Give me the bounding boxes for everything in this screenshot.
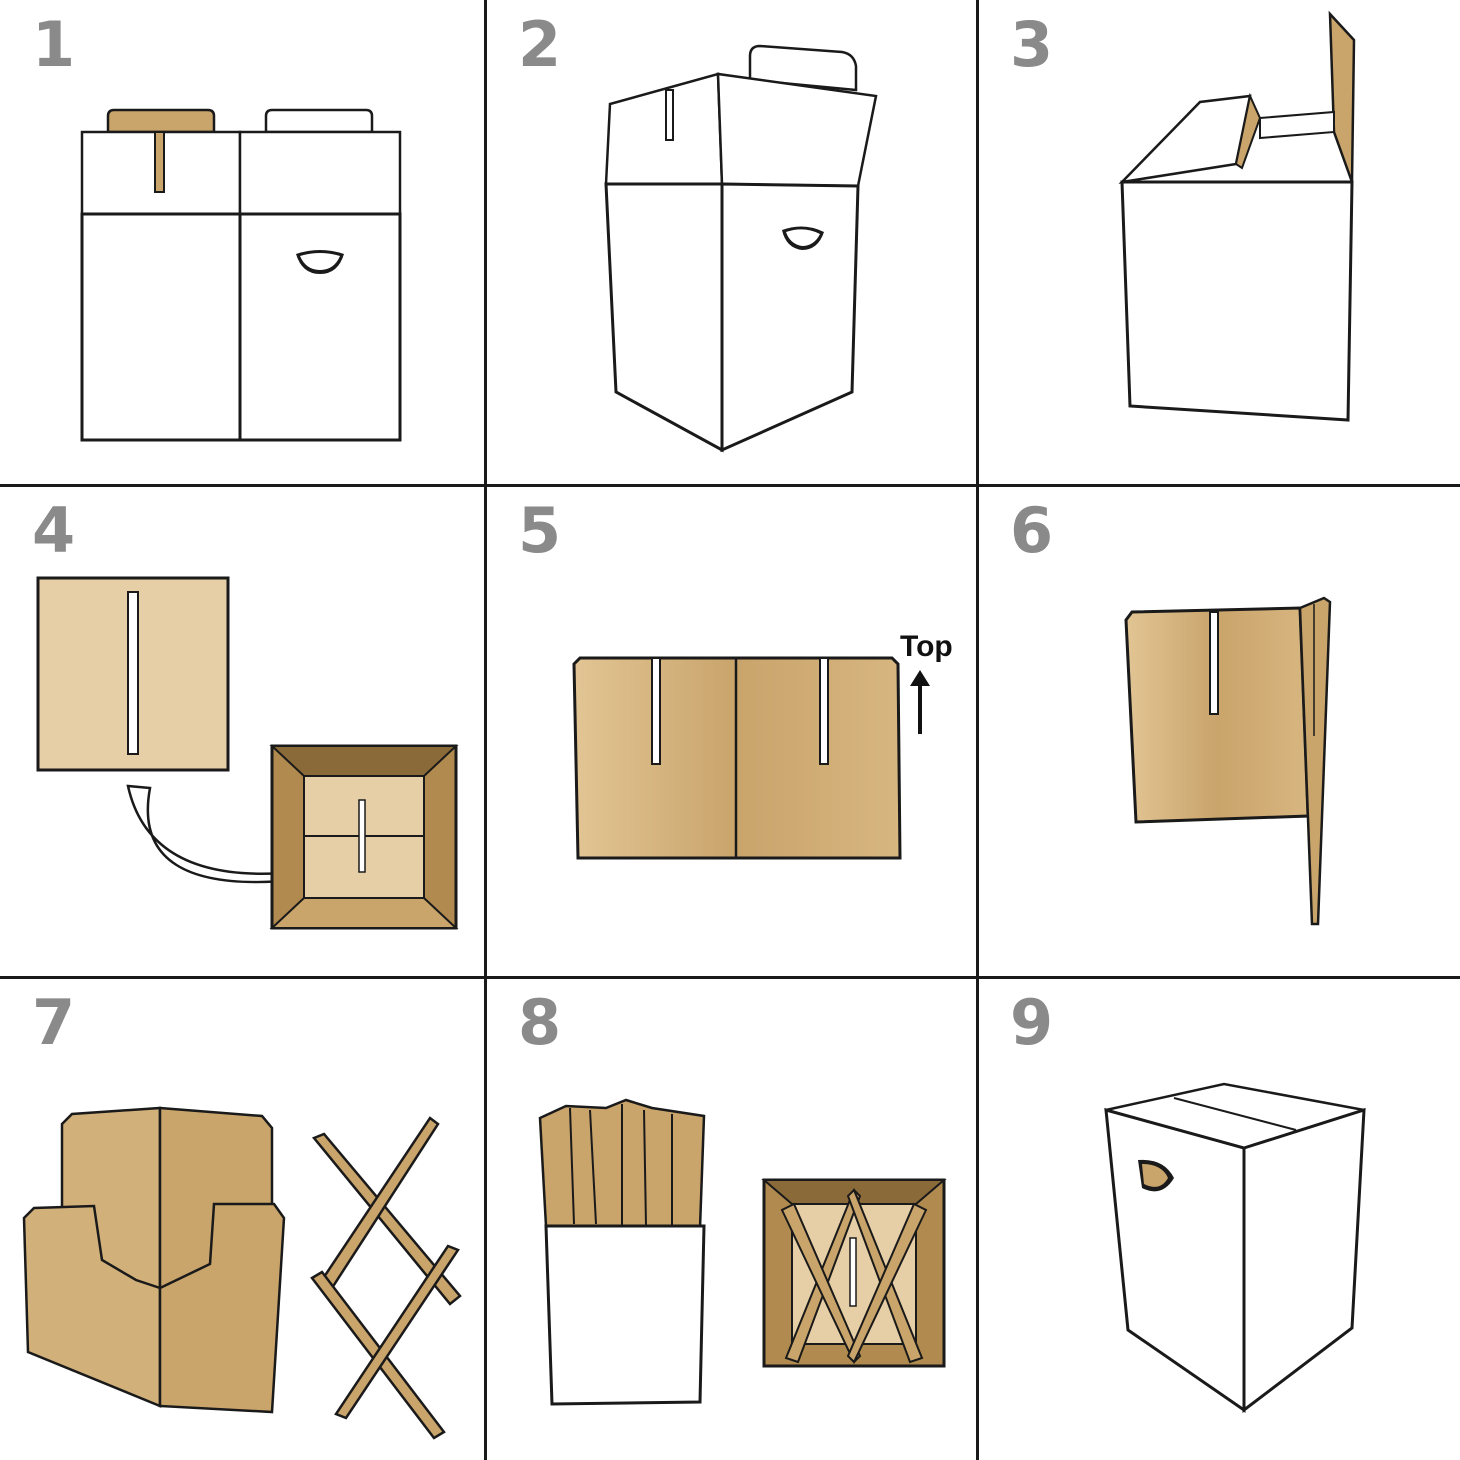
step-9-illustration	[1104, 1082, 1366, 1414]
step-number: 7	[32, 986, 76, 1059]
step-number: 9	[1010, 986, 1054, 1059]
step-7-illustration	[22, 1106, 462, 1440]
up-arrow-icon	[910, 670, 930, 734]
step-number: 8	[518, 986, 562, 1059]
step-8-panel: 8	[486, 978, 976, 1460]
step-7-panel: 7	[0, 978, 484, 1460]
step-number: 2	[518, 8, 562, 81]
step-3-illustration	[1118, 10, 1356, 422]
step-5-panel: Top 5	[486, 486, 976, 976]
step-2-panel: 2	[486, 0, 976, 484]
step-1-illustration	[80, 108, 402, 442]
step-4-panel: 4	[0, 486, 484, 976]
grid-divider	[484, 0, 487, 1460]
step-number: 4	[32, 494, 76, 567]
grid-divider	[0, 976, 1460, 979]
top-label: Top	[900, 630, 953, 663]
step-4-illustration	[36, 576, 459, 930]
step-2-illustration	[604, 44, 878, 453]
grid-divider	[976, 0, 979, 1460]
step-6-panel: 6	[978, 486, 1460, 976]
step-8-illustration	[538, 1098, 947, 1406]
step-number: 3	[1010, 8, 1054, 81]
step-5-illustration: Top	[572, 630, 953, 860]
step-6-illustration	[1124, 596, 1332, 926]
step-1-panel: 1	[0, 0, 484, 484]
step-3-panel: 3	[978, 0, 1460, 484]
step-number: 6	[1010, 494, 1054, 567]
step-number: 1	[32, 8, 76, 81]
grid-divider	[0, 484, 1460, 487]
step-9-panel: 9	[978, 978, 1460, 1460]
step-number: 5	[518, 494, 562, 567]
